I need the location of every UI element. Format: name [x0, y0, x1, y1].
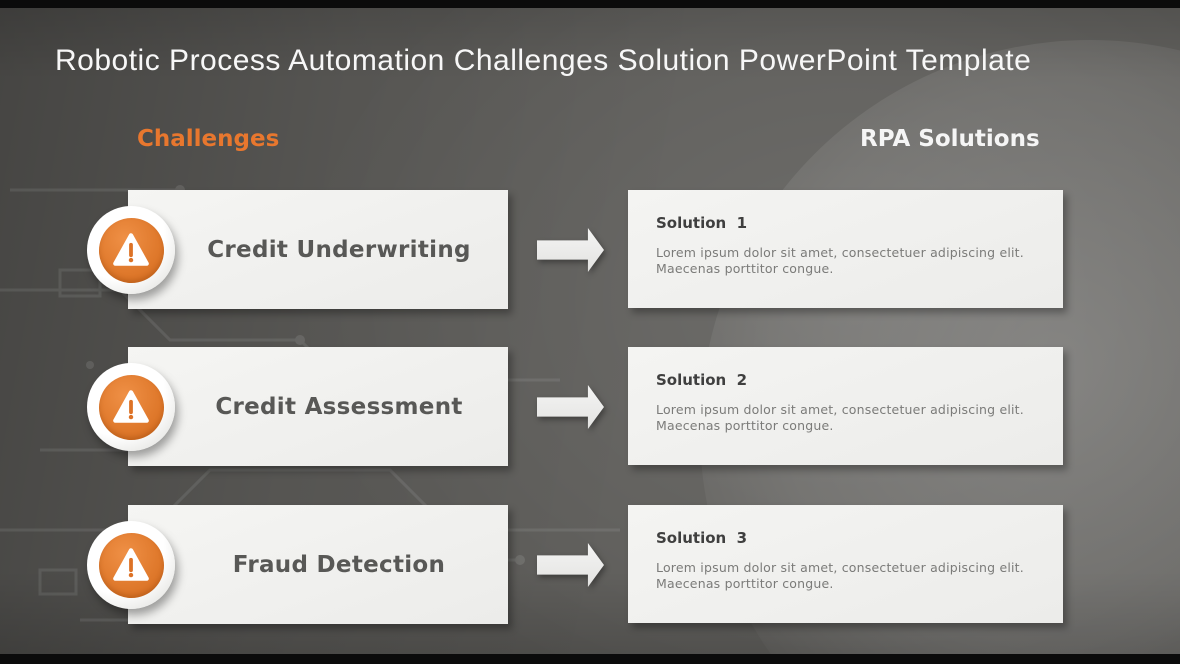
rpa-solutions-column-header: RPA Solutions — [860, 126, 1040, 152]
warning-icon — [87, 206, 175, 294]
challenge-solution-row: Credit Assessment Solution 2 Lorem ipsum… — [0, 347, 1180, 467]
right-arrow-icon — [537, 228, 604, 272]
bottom-border-bar — [0, 654, 1180, 664]
challenge-solution-row: Fraud Detection Solution 3 Lorem ipsum d… — [0, 505, 1180, 625]
warning-icon-core — [98, 217, 164, 283]
warning-icon-core — [98, 374, 164, 440]
solution-body: Lorem ipsum dolor sit amet, consectetuer… — [656, 245, 1024, 276]
warning-icon — [87, 363, 175, 451]
solution-heading: Solution 1 — [656, 214, 748, 232]
challenges-column-header: Challenges — [137, 126, 280, 152]
right-arrow-icon — [537, 543, 604, 587]
right-arrow-icon — [537, 385, 604, 429]
top-border-bar — [0, 0, 1180, 8]
challenge-label: Fraud Detection — [232, 551, 446, 578]
challenge-label: Credit Underwriting — [207, 236, 471, 263]
solution-body: Lorem ipsum dolor sit amet, consectetuer… — [656, 560, 1024, 591]
solution-heading: Solution 3 — [656, 529, 748, 547]
solution-body: Lorem ipsum dolor sit amet, consectetuer… — [656, 402, 1024, 433]
challenge-box: Credit Assessment — [128, 347, 508, 466]
challenge-solution-row: Credit Underwriting Solution 1 Lorem ips… — [0, 190, 1180, 310]
challenge-box: Credit Underwriting — [128, 190, 508, 309]
solution-box: Solution 3 Lorem ipsum dolor sit amet, c… — [628, 505, 1063, 623]
solution-box: Solution 2 Lorem ipsum dolor sit amet, c… — [628, 347, 1063, 465]
solution-box: Solution 1 Lorem ipsum dolor sit amet, c… — [628, 190, 1063, 308]
challenge-label: Credit Assessment — [215, 393, 463, 420]
slide-title: Robotic Process Automation Challenges So… — [55, 44, 1032, 77]
right-arrow-shape — [537, 385, 604, 429]
right-arrow-shape — [537, 228, 604, 272]
challenge-box: Fraud Detection — [128, 505, 508, 624]
warning-icon — [87, 521, 175, 609]
right-arrow-shape — [537, 543, 604, 587]
solution-heading: Solution 2 — [656, 371, 748, 389]
warning-icon-core — [98, 532, 164, 598]
